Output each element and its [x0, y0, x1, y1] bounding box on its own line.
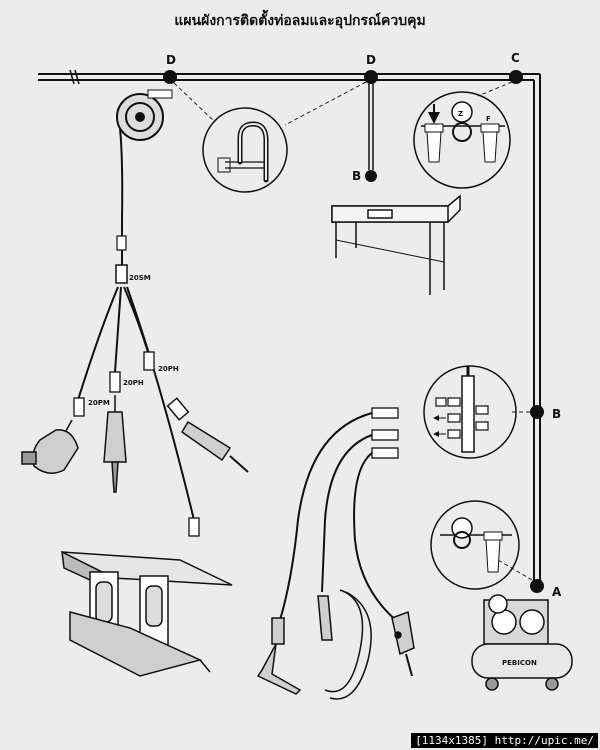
- compressor-brand: PEBICON: [502, 659, 537, 667]
- impact-wrench-icon: [21, 419, 79, 474]
- tire-inflator-icon: [391, 610, 415, 677]
- joint-b-right: [530, 405, 544, 419]
- label-c: C: [511, 51, 520, 65]
- filter-letter: F: [486, 115, 491, 123]
- coupler-bank: [371, 407, 399, 459]
- footer-watermark: [1134x1385] http://upic.me/: [411, 733, 598, 748]
- label-a: A: [552, 585, 562, 599]
- workbench-icon: [331, 194, 461, 295]
- frl-callout: Z F: [413, 91, 511, 189]
- main-air-pipe: [38, 69, 541, 580]
- manifold-callout: [423, 365, 517, 459]
- label-d1: D: [166, 53, 176, 67]
- joint-a: [530, 579, 544, 593]
- joint-d1: [163, 70, 177, 84]
- hose-label-right: 20PH: [158, 365, 179, 373]
- die-grinder-icon: [166, 397, 249, 473]
- branch-hoses: [77, 286, 195, 521]
- compressor-icon: [471, 594, 573, 691]
- label-d2: D: [366, 53, 376, 67]
- label-b-bench: B: [352, 169, 361, 183]
- joint-b-bench: [365, 170, 377, 182]
- joint-d2: [364, 70, 378, 84]
- blow-gun-icon: [256, 617, 302, 695]
- hose-label-main: 20SM: [129, 274, 151, 282]
- hose-label-mid: 20PH: [123, 379, 144, 387]
- tool-hoses: [279, 412, 399, 623]
- gauge-letter: Z: [458, 110, 463, 118]
- leader-lines: [173, 81, 533, 581]
- label-b-right: B: [552, 407, 561, 421]
- screwdriver-icon: [103, 395, 127, 493]
- hose-to-manifold: [115, 220, 128, 284]
- bench-drop-pipe: [368, 80, 374, 170]
- hose-label-left: 20PM: [88, 399, 110, 407]
- gooseneck-callout: [202, 107, 288, 193]
- page-title: แผนผังการติดตั้งท่อลมและอุปกรณ์ควบคุม: [174, 13, 426, 29]
- hose-reel: [116, 89, 173, 221]
- couplers: [73, 351, 200, 537]
- spray-gun-icon: [317, 589, 372, 700]
- joint-c: [509, 70, 523, 84]
- regulator-callout: [430, 500, 520, 590]
- car-lift-icon: [61, 550, 233, 677]
